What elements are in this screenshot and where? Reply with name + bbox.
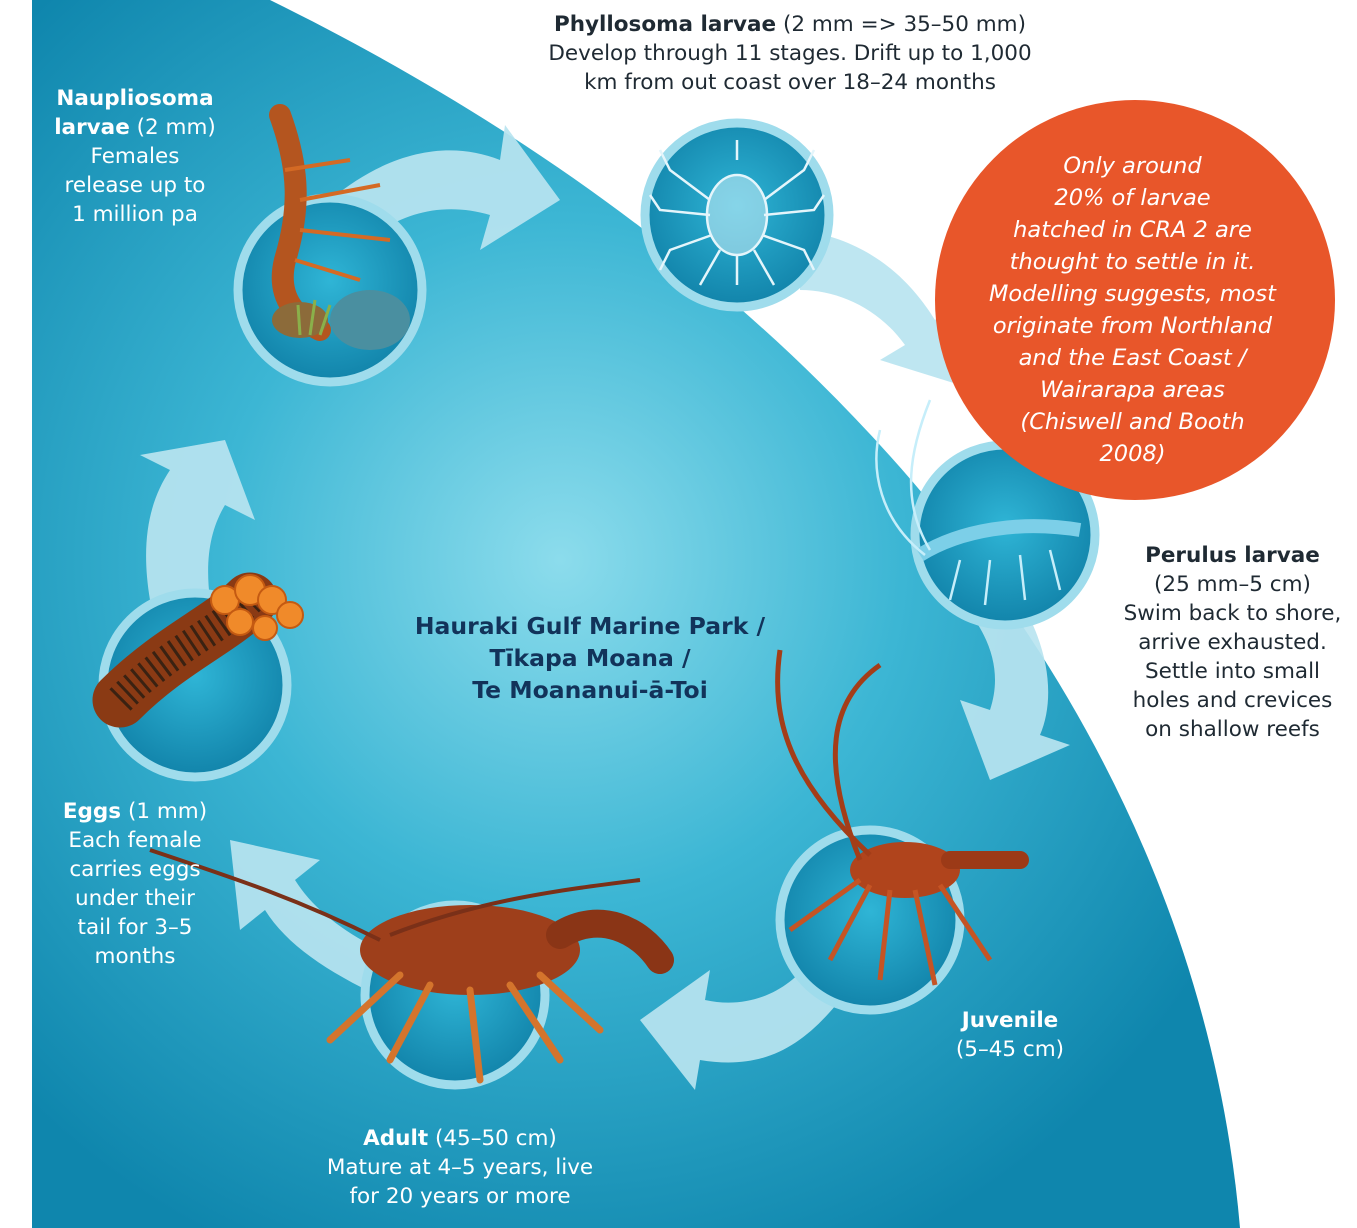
center-title-line-2: Tīkapa Moana / bbox=[370, 642, 810, 674]
center-title: Hauraki Gulf Marine Park / Tīkapa Moana … bbox=[370, 610, 810, 706]
naupliosoma-line-3: 1 million pa bbox=[45, 200, 225, 229]
naupliosoma-label: Naupliosoma larvae (2 mm) Females releas… bbox=[45, 84, 225, 229]
callout-line-10: 2008) bbox=[960, 438, 1305, 470]
eggs-name: Eggs bbox=[63, 799, 121, 824]
callout-text: Only around 20% of larvae hatched in CRA… bbox=[960, 150, 1305, 470]
juvenile-label: Juvenile (5–45 cm) bbox=[930, 1006, 1090, 1064]
juvenile-size: (5–45 cm) bbox=[930, 1035, 1090, 1064]
perulus-label: Perulus larvae (25 mm–5 cm) Swim back to… bbox=[1110, 541, 1355, 744]
callout-line-2: 20% of larvae bbox=[960, 182, 1305, 214]
phyllosoma-name: Phyllosoma larvae bbox=[554, 12, 776, 37]
naupliosoma-line-2: release up to bbox=[45, 171, 225, 200]
callout-line-8: Wairarapa areas bbox=[960, 374, 1305, 406]
eggs-line-5: months bbox=[50, 942, 220, 971]
eggs-line-4: tail for 3–5 bbox=[50, 913, 220, 942]
juvenile-name: Juvenile bbox=[962, 1008, 1059, 1033]
perulus-name: Perulus larvae bbox=[1145, 543, 1320, 568]
perulus-line-2: arrive exhausted. bbox=[1110, 628, 1355, 657]
naupliosoma-size: (2 mm) bbox=[137, 115, 216, 140]
bubble-naupliosoma bbox=[238, 198, 422, 382]
eggs-line-1: Each female bbox=[50, 826, 220, 855]
adult-line-2: for 20 years or more bbox=[300, 1182, 620, 1211]
eggs-label: Eggs (1 mm) Each female carries eggs und… bbox=[50, 797, 220, 971]
callout-line-7: and the East Coast / bbox=[960, 342, 1305, 374]
perulus-size: (25 mm–5 cm) bbox=[1110, 570, 1355, 599]
perulus-line-3: Settle into small bbox=[1110, 657, 1355, 686]
perulus-line-5: on shallow reefs bbox=[1110, 715, 1355, 744]
naupliosoma-name: Naupliosoma bbox=[56, 86, 213, 111]
eggs-size: (1 mm) bbox=[128, 799, 207, 824]
callout-line-1: Only around bbox=[960, 150, 1305, 182]
eggs-line-3: under their bbox=[50, 884, 220, 913]
adult-label: Adult (45–50 cm) Mature at 4–5 years, li… bbox=[300, 1124, 620, 1211]
center-title-line-1: Hauraki Gulf Marine Park / bbox=[370, 610, 810, 642]
center-title-line-3: Te Moananui-ā-Toi bbox=[370, 674, 810, 706]
phyllosoma-size: (2 mm => 35–50 mm) bbox=[783, 12, 1026, 37]
naupliosoma-line-1: Females bbox=[45, 142, 225, 171]
callout-line-6: originate from Northland bbox=[960, 310, 1305, 342]
callout-line-3: hatched in CRA 2 are bbox=[960, 214, 1305, 246]
adult-name: Adult bbox=[363, 1126, 428, 1151]
callout-line-9: (Chiswell and Booth bbox=[960, 406, 1305, 438]
phyllosoma-label: Phyllosoma larvae (2 mm => 35–50 mm) Dev… bbox=[520, 10, 1060, 97]
phyllosoma-line-2: km from out coast over 18–24 months bbox=[520, 68, 1060, 97]
perulus-line-4: holes and crevices bbox=[1110, 686, 1355, 715]
callout-line-5: Modelling suggests, most bbox=[960, 278, 1305, 310]
callout-line-4: thought to settle in it. bbox=[960, 246, 1305, 278]
adult-size: (45–50 cm) bbox=[435, 1126, 557, 1151]
phyllosoma-line-1: Develop through 11 stages. Drift up to 1… bbox=[520, 39, 1060, 68]
adult-line-1: Mature at 4–5 years, live bbox=[300, 1153, 620, 1182]
eggs-line-2: carries eggs bbox=[50, 855, 220, 884]
perulus-line-1: Swim back to shore, bbox=[1110, 599, 1355, 628]
